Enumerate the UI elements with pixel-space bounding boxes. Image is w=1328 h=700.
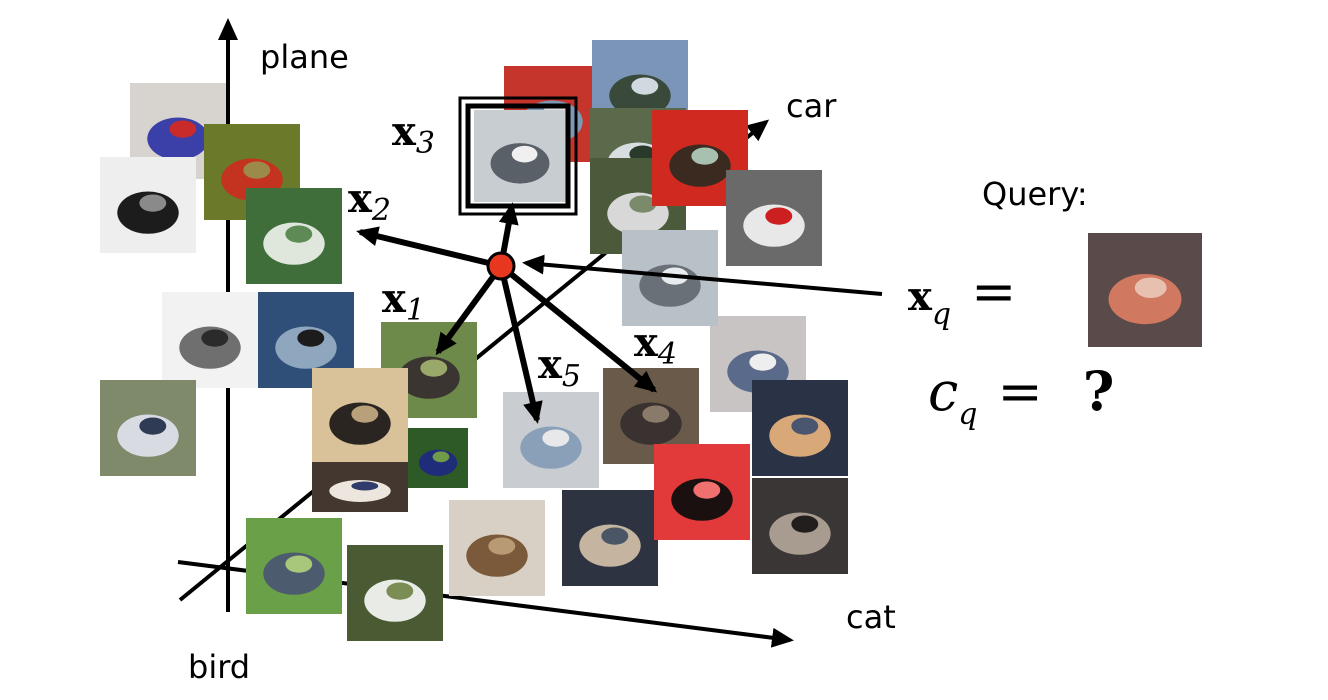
- axis-label-plane: plane: [260, 38, 349, 76]
- thumbnail-cat: [503, 392, 599, 488]
- arrow-x4: [499, 263, 658, 393]
- axis-label-cat: cat: [846, 598, 896, 636]
- query-image: [1088, 233, 1202, 347]
- arrow-x1: [435, 264, 504, 356]
- label-x5: x5: [538, 341, 581, 394]
- thumbnail-car: [726, 170, 822, 266]
- thumbnail-plane: [100, 380, 196, 476]
- thumbnail-bird: [408, 428, 468, 488]
- label-x2: x2: [348, 175, 391, 228]
- thumbnail-bird: [312, 462, 408, 512]
- thumbnail-plane: [246, 188, 342, 284]
- thumbnail-plane: [162, 292, 258, 388]
- neighbor-arrows: [356, 202, 883, 424]
- thumbnail-bird: [246, 518, 342, 614]
- thumbnail-cat: [654, 444, 750, 540]
- thumbnail-bird: [347, 545, 443, 641]
- label-x3: x3: [392, 108, 435, 161]
- label-x4: x4: [634, 319, 677, 372]
- arrow-x2: [356, 226, 502, 269]
- axis-label-car: car: [786, 87, 837, 125]
- query-title: Query:: [982, 175, 1088, 213]
- query-x-equation: xq=: [908, 260, 1016, 332]
- query-c-equation: cq=?: [928, 359, 1114, 432]
- thumbnail-plane: [100, 157, 196, 253]
- axis-label-bird: bird: [188, 648, 250, 686]
- thumbnail-bird: [312, 368, 408, 464]
- thumbnail-cat: [562, 490, 658, 586]
- query-arrow: [522, 254, 883, 296]
- thumbnail-bird: [449, 500, 545, 596]
- thumbnail-car: [474, 110, 566, 202]
- arrow-x5: [498, 265, 543, 424]
- thumbnail-car: [652, 110, 748, 206]
- thumbnail-cat: [752, 380, 848, 476]
- thumbnail-cat: [752, 478, 848, 574]
- label-x1: x1: [382, 275, 425, 328]
- query-point: [486, 251, 516, 281]
